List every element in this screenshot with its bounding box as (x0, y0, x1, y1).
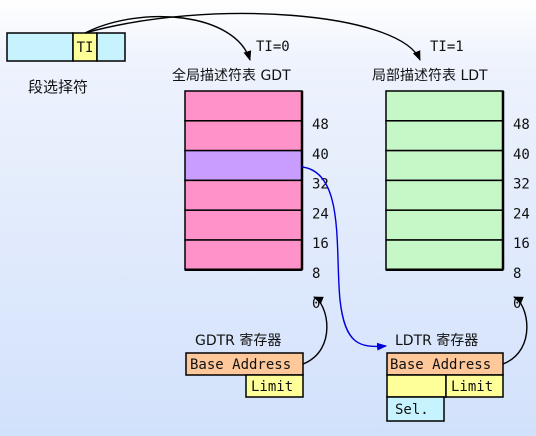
ldtr-limit-field (445, 374, 504, 398)
gdt-offset-label: 8 (312, 266, 320, 282)
gdt-ti-label: TI=0 (256, 39, 290, 55)
ldt-descriptor-row (385, 90, 504, 122)
gdt-descriptor-row (184, 179, 303, 211)
selector-index-field (6, 32, 74, 62)
segment-selector: TI 段选择符 (6, 32, 126, 96)
selector-label: 段选择符 (28, 78, 88, 96)
gdt-offset-label: 40 (312, 147, 329, 163)
gdt-table (184, 90, 304, 272)
ldt-offset-label: 24 (513, 206, 530, 222)
ldt-ti-label: TI=1 (430, 39, 464, 55)
ldt-descriptor-row (385, 179, 504, 211)
gdt-descriptor-row (184, 209, 303, 241)
gdtr-limit-field (245, 374, 304, 398)
gdtr-title: GDTR 寄存器 (195, 332, 281, 349)
selector-ti-field (72, 32, 98, 62)
ti-to-ldt-arrow (84, 12, 421, 61)
ti-to-gdt-arrow (84, 15, 252, 61)
gdt-offset-label: 48 (312, 117, 329, 133)
ldtr-base-label: Base Address (390, 357, 491, 373)
ldt-descriptor-row (385, 209, 504, 241)
ldtr-selector-label: Sel. (395, 402, 429, 418)
gdtr-to-gdt-arrow (302, 296, 328, 365)
ldt-offset-label: 32 (513, 177, 530, 193)
ldtr-to-ldt-arrow (502, 296, 528, 365)
gdt-title: 全局描述符表 GDT (172, 67, 291, 84)
ldtr-limit-label: Limit (451, 379, 493, 395)
ldt-descriptor-row (385, 120, 504, 152)
gdtr-register: GDTR 寄存器 Base Address Limit (185, 332, 304, 398)
ldt-offset-label: 8 (513, 266, 521, 282)
gdtr-limit-label: Limit (251, 379, 293, 395)
gdtr-base-label: Base Address (190, 357, 291, 373)
ldt-descriptor-row (385, 239, 504, 271)
ldt-table (385, 90, 505, 272)
ldtr-title: LDTR 寄存器 (395, 332, 478, 349)
gdt-descriptor-row (184, 149, 303, 182)
ldt-title: 局部描述符表 LDT (372, 68, 488, 84)
gdt-descriptor-row (184, 239, 303, 271)
ldtr-register: LDTR 寄存器 Base Address Limit Sel. (386, 332, 504, 422)
selector-rpl-field (96, 32, 126, 62)
ldt-offset-label: 16 (513, 236, 530, 252)
ldt-offset-label: 48 (513, 117, 530, 133)
gdt-descriptor-row (184, 120, 303, 152)
gdt-offset-label: 16 (312, 236, 329, 252)
ldt-descriptor-row (385, 149, 504, 182)
gdt-descriptor-row (184, 90, 303, 122)
ldtr-selector-field (386, 396, 445, 422)
selector-ti-label: TI (77, 40, 94, 56)
ldt-descriptor-pointer-arrow (301, 166, 387, 351)
ldt-offset-label: 40 (513, 147, 530, 163)
ldtr-blank-field (386, 374, 447, 398)
gdt-offset-label: 24 (312, 206, 329, 222)
